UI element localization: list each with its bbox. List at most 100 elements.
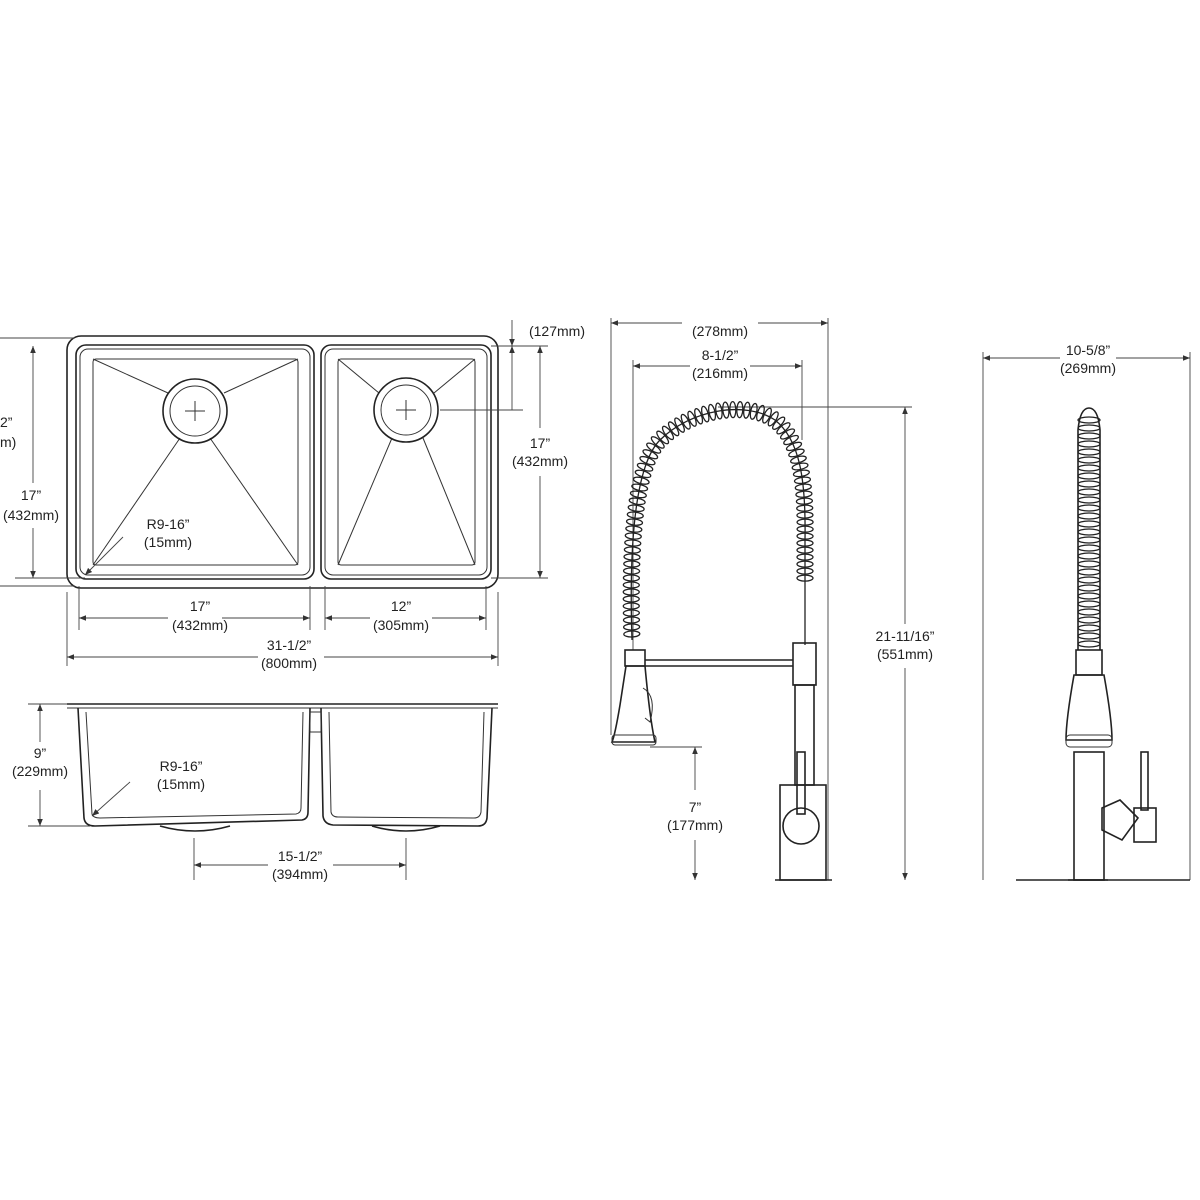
coil-ring	[796, 539, 814, 547]
coil-ring	[628, 497, 646, 506]
coil-ring	[646, 442, 662, 454]
side-coil-ring	[1077, 464, 1101, 472]
faucet-width-mm: (278mm)	[692, 323, 748, 339]
faucet-handle	[796, 751, 806, 815]
side-depth-mm: (269mm)	[1060, 360, 1116, 376]
coil-ring	[622, 574, 641, 582]
right-bowl-width-mm: (305mm)	[373, 617, 429, 633]
right-basin-section	[320, 707, 493, 827]
faucet-height-in: 21-11/16”	[876, 628, 935, 644]
sink-outer-rim	[66, 335, 499, 589]
coil-ring	[736, 401, 744, 419]
coil-ring	[796, 532, 814, 540]
side-handle-lever	[1140, 751, 1149, 811]
left-bowl-outline	[75, 344, 315, 580]
section-depth-mm: (229mm)	[12, 763, 68, 779]
coil-ring	[722, 401, 730, 419]
left-bowl-floor	[92, 358, 299, 566]
coil-ring	[624, 539, 642, 547]
side-coil-ring	[1077, 584, 1101, 592]
coil-ring	[743, 401, 751, 419]
coil-ring	[772, 416, 786, 430]
coil-ring	[796, 511, 814, 519]
coil-ring	[623, 560, 641, 568]
side-coil-ring	[1077, 424, 1101, 432]
faucet-reach-in: 8-1/2”	[702, 347, 739, 363]
coil-ring	[796, 553, 814, 561]
faucet-neck	[792, 642, 817, 686]
left-bowl-width-in: 17”	[190, 598, 211, 614]
coil-ring	[762, 407, 772, 424]
coil-ring	[661, 425, 675, 441]
side-coil-ring	[1077, 600, 1101, 608]
faucet-reach-mm: (216mm)	[692, 365, 748, 381]
right-bowl-floor	[337, 358, 476, 566]
left-bowl-width-mm: (432mm)	[172, 617, 228, 633]
side-coil-ring	[1077, 536, 1101, 544]
left-depth-in: 17”	[21, 487, 42, 503]
left-depth-mm: (432mm)	[3, 507, 59, 523]
side-coil-ring	[1077, 560, 1101, 568]
coil-ring	[796, 518, 814, 526]
coil-ring	[622, 581, 640, 589]
faucet-height-mm: (551mm)	[877, 646, 933, 662]
coil-ring	[656, 430, 670, 445]
coil-ring	[796, 574, 814, 582]
section-radius-in: R9-16”	[160, 758, 203, 774]
coil-ring	[779, 428, 796, 440]
coil-ring	[707, 403, 717, 421]
side-coil-ring	[1077, 552, 1101, 560]
plan-radius-in: R9-16”	[147, 516, 190, 532]
section-radius-mm: (15mm)	[157, 776, 205, 792]
side-coil-ring	[1077, 432, 1101, 440]
coil-ring	[796, 546, 814, 554]
coil-ring	[622, 609, 641, 617]
side-coil-ring	[1077, 472, 1101, 480]
coil-ring	[674, 417, 685, 433]
coil-ring	[796, 567, 814, 575]
left-basin-section	[77, 707, 311, 827]
coil-ring	[636, 462, 654, 472]
plan-radius-mm: (15mm)	[144, 534, 192, 550]
side-handle-cap	[1133, 807, 1157, 843]
right-bowl-outline	[320, 344, 492, 580]
drain-spacing-in: 15-1/2”	[278, 848, 323, 864]
coil-ring	[790, 455, 807, 464]
side-coil-ring	[1077, 416, 1101, 424]
side-coil-ring	[1077, 608, 1101, 616]
side-spray-collar	[1075, 649, 1103, 676]
right-depth-mm: (432mm)	[512, 453, 568, 469]
coil-ring	[729, 400, 737, 419]
coil-ring	[623, 553, 641, 561]
coil-ring	[788, 448, 805, 458]
left-drain-flange	[159, 825, 231, 832]
coil-ring	[622, 588, 640, 596]
side-coil-ring	[1077, 616, 1101, 624]
coil-ring	[694, 407, 704, 425]
coil-ring	[639, 455, 656, 466]
side-coil-ring	[1077, 632, 1101, 640]
partial-dim-in: 2”	[0, 414, 13, 430]
coil-ring	[756, 404, 765, 422]
side-handle-knuckle	[1101, 799, 1140, 842]
coil-ring	[626, 511, 644, 519]
coil-ring	[625, 518, 644, 526]
spring-coil-spout	[630, 408, 806, 645]
faucet-body	[779, 784, 827, 881]
spray-head-collar	[624, 649, 646, 667]
coil-ring	[625, 525, 643, 533]
coil-ring	[629, 490, 647, 499]
spring-coil-rings	[622, 400, 814, 638]
coil-ring	[715, 402, 723, 420]
drain-spacing-mm: (394mm)	[272, 866, 328, 882]
sink-plan-view: 17” (432mm) 2” m) (127mm) 17” (432mm) R9…	[0, 320, 585, 671]
side-coil-ring	[1077, 512, 1101, 520]
sink-section-view: 9” (229mm) R9-16” (15mm) 15-1/2” (394mm)	[12, 703, 498, 882]
coil-ring	[631, 483, 649, 492]
coil-ring	[623, 630, 641, 638]
coil-ring	[622, 595, 640, 603]
side-coil-ring	[1077, 568, 1101, 576]
spout-height-in: 7”	[689, 799, 702, 815]
side-spray-head	[1065, 674, 1113, 741]
